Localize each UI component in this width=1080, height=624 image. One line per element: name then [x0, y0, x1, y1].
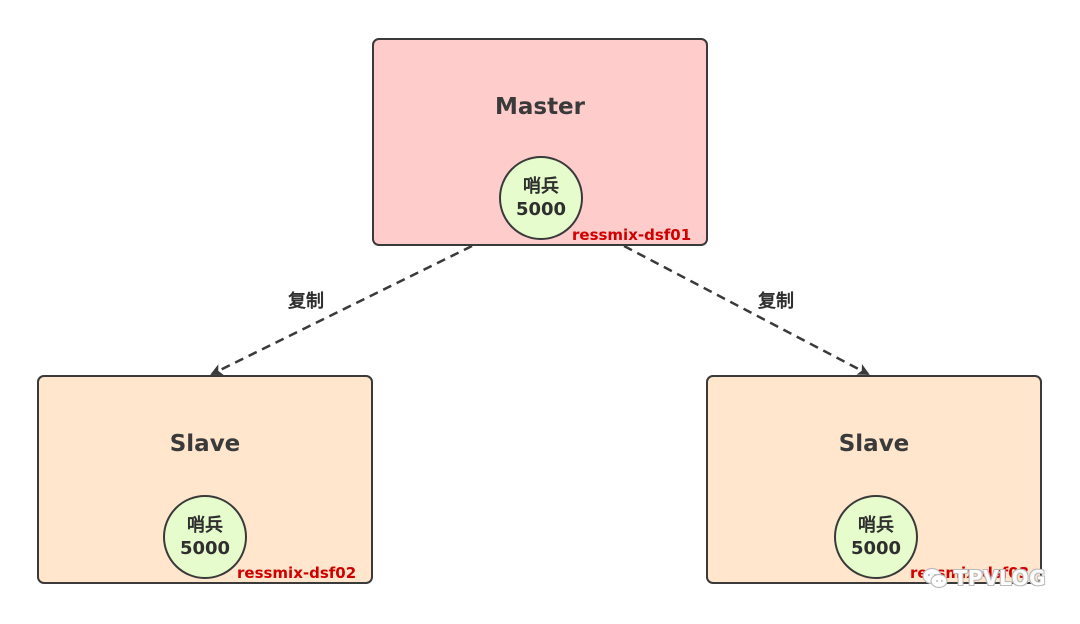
master-title: Master [494, 94, 586, 120]
slave-left-host: ressmix-dsf02 [237, 564, 357, 582]
sentinel-label: 哨兵 [523, 176, 559, 197]
edge-label-right: 复制 [758, 291, 794, 312]
edge-label-left: 复制 [288, 291, 324, 312]
slave-node-right: Slave 哨兵 5000 ressmix-dsf03 [706, 375, 1042, 584]
slave-left-sentinel: 哨兵 5000 [163, 495, 247, 579]
sentinel-label: 哨兵 [858, 515, 894, 536]
replication-edge-right [623, 244, 870, 376]
watermark: TPVLOG [922, 566, 1046, 590]
master-sentinel: 哨兵 5000 [499, 156, 583, 240]
master-node: Master 哨兵 5000 ressmix-dsf01 [372, 38, 708, 246]
sentinel-port: 5000 [850, 538, 902, 559]
master-host: ressmix-dsf01 [572, 226, 692, 244]
slave-title: Slave [838, 431, 910, 457]
slave-node-left: Slave 哨兵 5000 ressmix-dsf02 [37, 375, 373, 584]
slave-title: Slave [169, 431, 241, 457]
wechat-icon [922, 567, 948, 589]
slave-right-sentinel: 哨兵 5000 [834, 495, 918, 579]
watermark-text: TPVLOG [953, 566, 1046, 590]
sentinel-port: 5000 [179, 538, 231, 559]
sentinel-label: 哨兵 [187, 515, 223, 536]
sentinel-port: 5000 [515, 199, 567, 220]
replication-edge-left [210, 244, 473, 376]
